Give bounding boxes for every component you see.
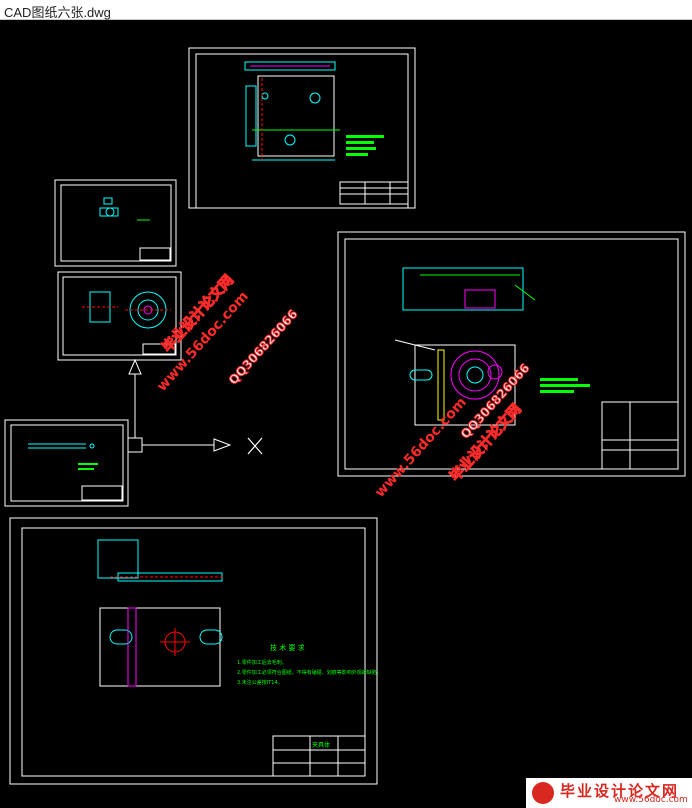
ucs-axis-icon	[127, 358, 232, 453]
title-block-label: 夹具体	[312, 741, 330, 749]
drawing-sheet-top[interactable]	[188, 47, 416, 209]
window-title: CAD图纸六张.dwg	[4, 5, 111, 20]
x-axis-marker-icon	[247, 437, 263, 455]
notes-title: 技 术 要 求	[270, 643, 305, 652]
cad-model-space[interactable]: 技 术 要 求 1.零件加工后去毛刺。 2.零件加工必须符合图纸。不得有磕碰、划…	[0, 20, 692, 808]
note-line-3: 3.未注公差按IT14。	[237, 679, 283, 686]
drawing-sheet-small-2[interactable]	[57, 271, 182, 361]
drawing-sheet-bottom[interactable]	[9, 517, 378, 785]
note-line-1: 1.零件加工后去毛刺。	[237, 659, 287, 666]
logo-text: 毕业设计论文网	[560, 782, 680, 800]
site-logo: 毕业设计论文网 www.56doc.com	[526, 778, 692, 808]
logo-mark-icon	[532, 782, 554, 804]
drawing-sheet-small-3[interactable]	[4, 419, 129, 507]
note-line-2: 2.零件加工必须符合图纸。不得有磕碰、划痕等影响外观的缺陷。	[237, 669, 382, 676]
drawing-sheet-assembly[interactable]	[337, 231, 686, 477]
drawing-sheet-small-1[interactable]	[54, 179, 177, 267]
window-titlebar: CAD图纸六张.dwg	[0, 0, 692, 20]
logo-site: www.56doc.com	[614, 795, 688, 805]
drawing-canvas[interactable]: 技 术 要 求 1.零件加工后去毛刺。 2.零件加工必须符合图纸。不得有磕碰、划…	[0, 20, 692, 808]
